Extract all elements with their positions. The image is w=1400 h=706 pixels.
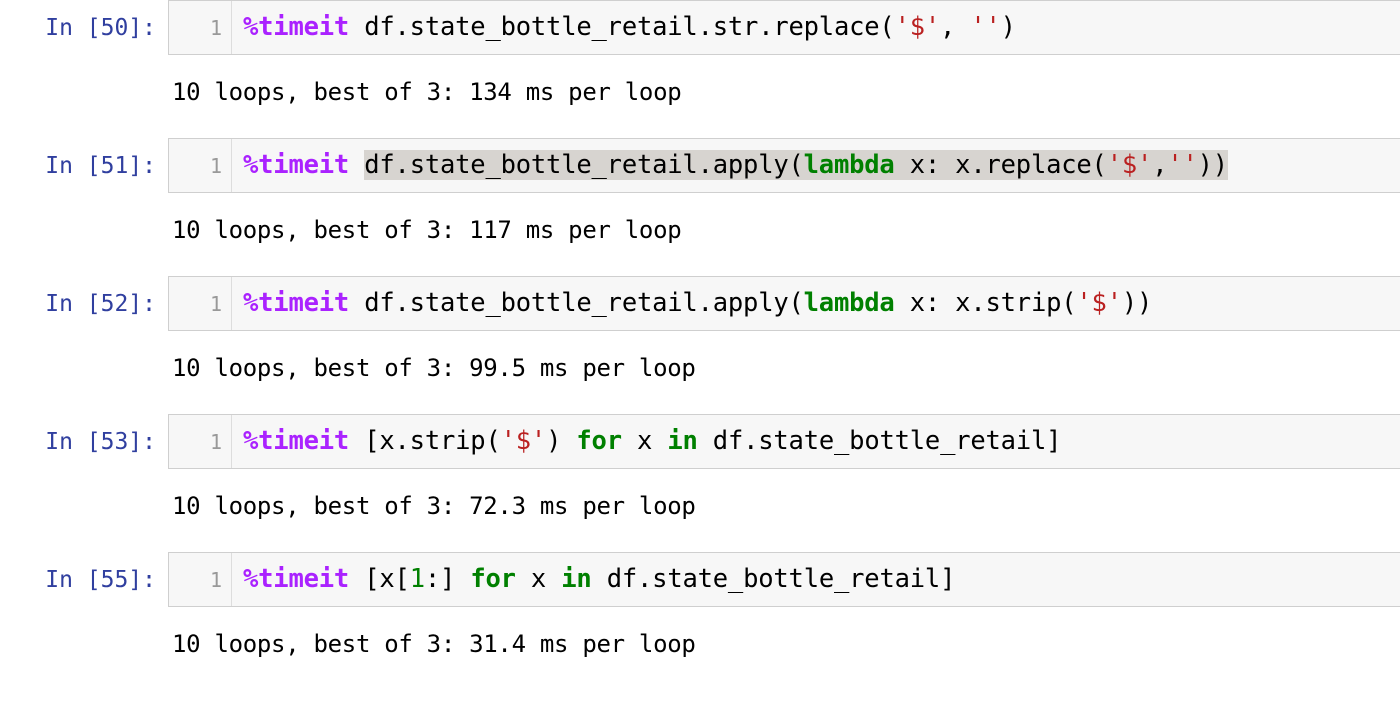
code-token-plain: ): [1000, 12, 1016, 42]
code-token-kw: for: [470, 564, 516, 594]
cell-output-row: 10 loops, best of 3: 72.3 ms per loop: [0, 470, 1400, 552]
notebook-cell: In [55]:1%timeit [x[1:] for x in df.stat…: [0, 552, 1400, 690]
code-token-plain: df.state_bottle_retail.apply(: [364, 150, 804, 180]
code-token-string: '': [970, 12, 1001, 42]
cell-output-text: 10 loops, best of 3: 99.5 ms per loop: [172, 354, 696, 382]
notebook-cell: In [52]:1%timeit df.state_bottle_retail.…: [0, 276, 1400, 414]
code-cell-input-row: In [55]:1%timeit [x[1:] for x in df.stat…: [0, 552, 1400, 608]
cell-output-text: 10 loops, best of 3: 117 ms per loop: [172, 216, 682, 244]
code-cell-input-row: In [53]: 1%timeit [x.strip('$') for x in …: [0, 414, 1400, 470]
line-number-gutter: 1: [169, 277, 232, 330]
code-token-magic: %timeit: [243, 12, 350, 42]
code-token-kw: lambda: [803, 150, 895, 180]
code-line[interactable]: %timeit df.state_bottle_retail.str.repla…: [232, 1, 1400, 54]
code-token-magic: %timeit: [243, 288, 350, 318]
cell-output-row: 10 loops, best of 3: 31.4 ms per loop: [0, 608, 1400, 690]
code-token-plain: ,: [1152, 150, 1168, 180]
code-token-plain: x: x.replace(: [894, 150, 1107, 180]
code-line[interactable]: %timeit [x[1:] for x in df.state_bottle_…: [232, 553, 1400, 606]
cell-input-prompt: In [50]:: [45, 15, 156, 41]
cell-output-row: 10 loops, best of 3: 99.5 ms per loop: [0, 332, 1400, 414]
code-token-plain: x: [515, 564, 562, 594]
code-token-string: '$': [894, 12, 941, 42]
code-token-plain: df.state_bottle_retail.str.replace(: [349, 12, 895, 42]
cell-output-row: 10 loops, best of 3: 134 ms per loop: [0, 56, 1400, 138]
code-token-magic: %timeit: [243, 564, 350, 594]
code-editor-area[interactable]: 1%timeit df.state_bottle_retail.apply(la…: [168, 138, 1400, 193]
code-editor-area[interactable]: 1%timeit df.state_bottle_retail.apply(la…: [168, 276, 1400, 331]
code-token-plain: x: x.strip(: [894, 288, 1077, 318]
code-token-string: '': [1167, 150, 1198, 180]
code-token-plain: :]: [424, 564, 471, 594]
code-token-magic: %timeit: [243, 150, 350, 180]
line-number-gutter: 1: [169, 553, 232, 606]
code-token-num: 1: [409, 564, 425, 594]
line-number-gutter: 1: [169, 139, 232, 192]
cell-output-text: 10 loops, best of 3: 31.4 ms per loop: [172, 630, 696, 658]
line-number-gutter: 1: [169, 415, 232, 468]
cell-output-text: 10 loops, best of 3: 72.3 ms per loop: [172, 492, 696, 520]
code-line[interactable]: %timeit [x.strip('$') for x in df.state_…: [232, 415, 1400, 468]
code-cell-input-row: In [50]:1%timeit df.state_bottle_retail.…: [0, 0, 1400, 56]
code-token-plain: )): [1197, 150, 1228, 180]
notebook-cell: In [50]:1%timeit df.state_bottle_retail.…: [0, 0, 1400, 138]
cell-output-row: 10 loops, best of 3: 117 ms per loop: [0, 194, 1400, 276]
code-line[interactable]: %timeit df.state_bottle_retail.apply(lam…: [232, 277, 1400, 330]
code-token-plain: [x[: [349, 564, 410, 594]
code-token-plain: )): [1121, 288, 1153, 318]
line-number-gutter: 1: [169, 1, 232, 54]
cell-input-prompt: In [52]:: [45, 291, 156, 317]
code-token-magic: %timeit: [243, 426, 350, 456]
code-token-plain: df.state_bottle_retail]: [591, 564, 956, 594]
cell-input-prompt: In [51]:: [45, 153, 156, 179]
code-token-kw: lambda: [803, 288, 895, 318]
code-editor-area[interactable]: 1%timeit df.state_bottle_retail.str.repl…: [168, 0, 1400, 55]
code-editor-area[interactable]: 1%timeit [x[1:] for x in df.state_bottle…: [168, 552, 1400, 607]
code-token-plain: [349, 150, 364, 180]
code-token-plain: ,: [940, 12, 971, 42]
code-token-string: '$': [500, 426, 547, 456]
code-token-plain: df.state_bottle_retail]: [697, 426, 1062, 456]
notebook-cells-container: In [50]:1%timeit df.state_bottle_retail.…: [0, 0, 1400, 690]
code-token-string: '$': [1106, 150, 1153, 180]
code-cell-input-row: In [51]:1%timeit df.state_bottle_retail.…: [0, 138, 1400, 194]
cell-input-prompt: In [55]:: [45, 567, 156, 593]
code-token-plain: df.state_bottle_retail.apply(: [349, 288, 804, 318]
code-token-plain: [x.strip(: [349, 426, 501, 456]
code-line[interactable]: %timeit df.state_bottle_retail.apply(lam…: [232, 139, 1400, 192]
code-token-string: '$': [1076, 288, 1122, 318]
notebook-cell: In [51]:1%timeit df.state_bottle_retail.…: [0, 138, 1400, 276]
code-editor-area[interactable]: 1%timeit [x.strip('$') for x in df.state…: [168, 414, 1400, 469]
code-token-kw: in: [561, 564, 592, 594]
code-token-kw: for: [576, 426, 622, 456]
code-token-plain: x: [621, 426, 668, 456]
code-token-kw: in: [667, 426, 698, 456]
cell-output-text: 10 loops, best of 3: 134 ms per loop: [172, 78, 682, 106]
code-cell-input-row: In [52]:1%timeit df.state_bottle_retail.…: [0, 276, 1400, 332]
notebook-cell: In [53]: 1%timeit [x.strip('$') for x in …: [0, 414, 1400, 552]
cell-input-prompt: In [53]:: [45, 429, 156, 455]
code-token-plain: ): [546, 426, 577, 456]
